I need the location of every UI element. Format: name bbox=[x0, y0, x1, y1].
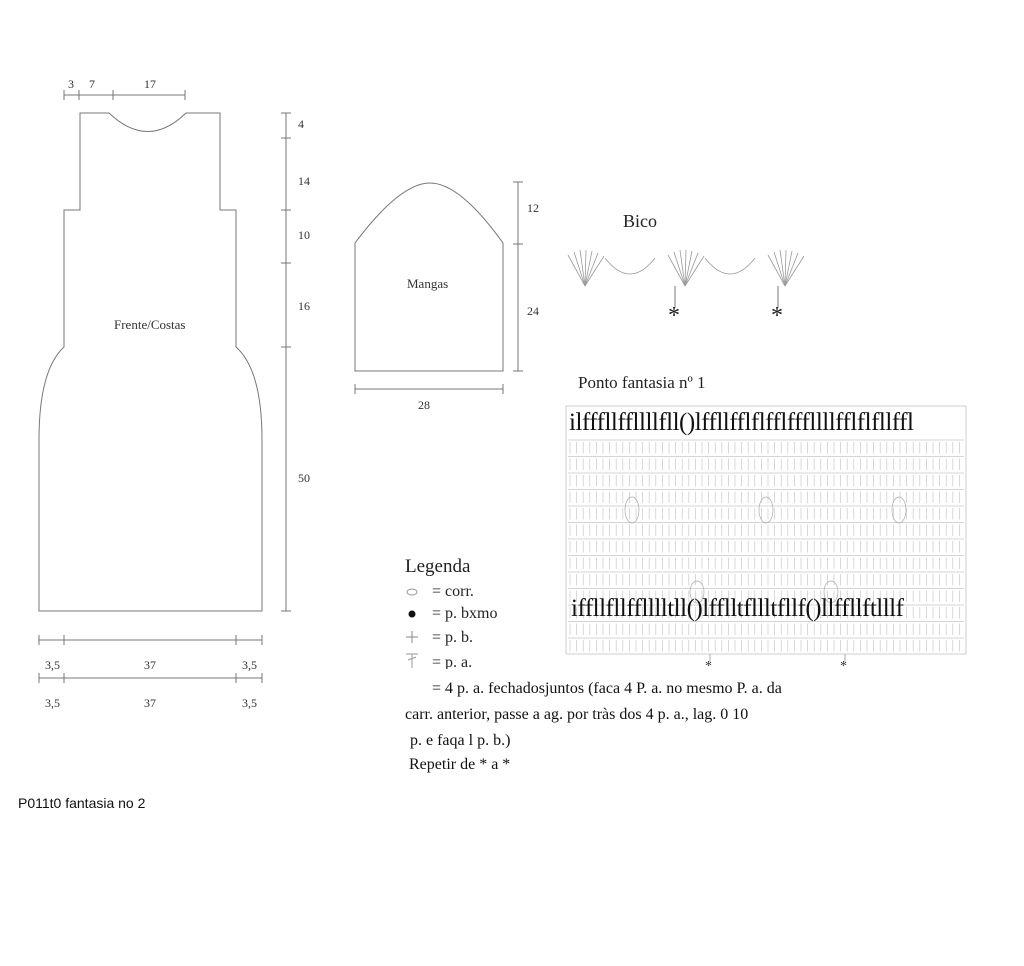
bico-repeat-mark-1: * bbox=[668, 303, 680, 329]
bottom-dim-center-2: 37 bbox=[144, 696, 156, 710]
ponto-repeat-mark-2: * bbox=[840, 659, 847, 674]
ponto-overlay-text-1: ilfffllffllllfll()lffllfflflfflfffllllff… bbox=[569, 409, 914, 436]
sleeve-dim-28: 28 bbox=[418, 398, 430, 412]
legend-item-double: = p. a. bbox=[432, 655, 473, 669]
footer-caption: P011t0 fantasia no 2 bbox=[18, 795, 146, 811]
top-dim-7: 7 bbox=[89, 77, 95, 91]
sleeve-dim-24: 24 bbox=[527, 304, 539, 318]
legend-note-line-4: Repetir de * a * bbox=[409, 756, 511, 773]
ponto-overlay-text-2: iffllfllfflllltll()lfflltfllltfllf()llff… bbox=[571, 595, 904, 622]
ponto-repeat-mark-1: * bbox=[705, 659, 712, 674]
legend-note-line-3: p. e faqa l p. b.) bbox=[410, 732, 511, 749]
double-crochet-icon bbox=[406, 653, 418, 668]
legend-item-chain: = corr. bbox=[432, 583, 474, 600]
top-dim-3: 3 bbox=[68, 77, 74, 91]
ponto-fantasia-chart bbox=[565, 405, 967, 662]
plus-icon bbox=[406, 631, 418, 643]
front-back-label: Frente/Costas bbox=[114, 317, 186, 332]
side-dim-10: 10 bbox=[298, 228, 310, 242]
side-dim-14: 14 bbox=[298, 174, 310, 188]
bottom-dim-left-1: 3,5 bbox=[45, 658, 60, 672]
bottom-dim-right-2: 3,5 bbox=[242, 696, 257, 710]
legend-item-single: = p. b. bbox=[432, 629, 474, 646]
front-back-outline bbox=[38, 112, 263, 612]
legend-symbols bbox=[406, 588, 418, 668]
legend-note-line-1: = 4 p. a. fechadosjuntos (faca 4 P. a. n… bbox=[432, 680, 782, 697]
sleeve-outline bbox=[354, 182, 504, 372]
bico-title: Bico bbox=[623, 211, 657, 231]
legend-note-line-2: carr. anterior, passe a ag. por tràs dos… bbox=[405, 706, 749, 723]
side-dim-16: 16 bbox=[298, 299, 310, 313]
bico-repeat-mark-2: * bbox=[771, 303, 783, 329]
ponto-fantasia-title: Ponto fantasia nº 1 bbox=[578, 373, 706, 392]
dot-icon bbox=[408, 610, 416, 618]
bico-diagram bbox=[567, 249, 805, 308]
side-dim-4: 4 bbox=[298, 117, 304, 131]
chain-oval-icon bbox=[406, 588, 418, 596]
top-dim-17: 17 bbox=[144, 77, 156, 91]
legend-item-slip: = p. bxmo bbox=[432, 605, 498, 622]
sleeve-dim-12: 12 bbox=[527, 201, 539, 215]
bottom-dim-center-1: 37 bbox=[144, 658, 156, 672]
side-dim-50: 50 bbox=[298, 471, 310, 485]
bottom-dim-left-2: 3,5 bbox=[45, 696, 60, 710]
sleeve-label: Mangas bbox=[407, 276, 449, 291]
legend-title: Legenda bbox=[405, 556, 471, 577]
bottom-dim-right-1: 3,5 bbox=[242, 658, 257, 672]
